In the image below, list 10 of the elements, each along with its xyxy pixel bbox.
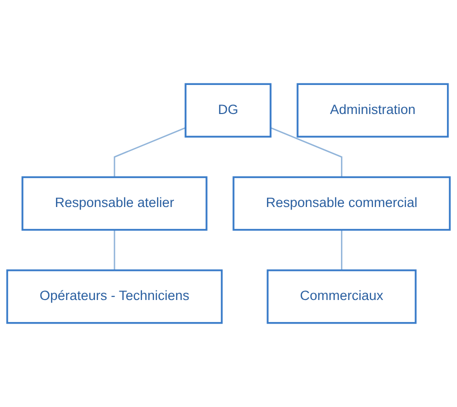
node-box: Administration [296, 83, 449, 138]
node-box: DG [184, 83, 272, 138]
connector [114, 230, 116, 270]
connector [270, 127, 342, 178]
node-box: Responsable atelier [22, 176, 208, 231]
node-box: Commerciaux [266, 269, 417, 324]
node-box: Responsable commercial [232, 176, 451, 231]
connector [340, 230, 342, 270]
node-box: Opérateurs - Techniciens [6, 269, 223, 324]
connector [114, 127, 186, 178]
